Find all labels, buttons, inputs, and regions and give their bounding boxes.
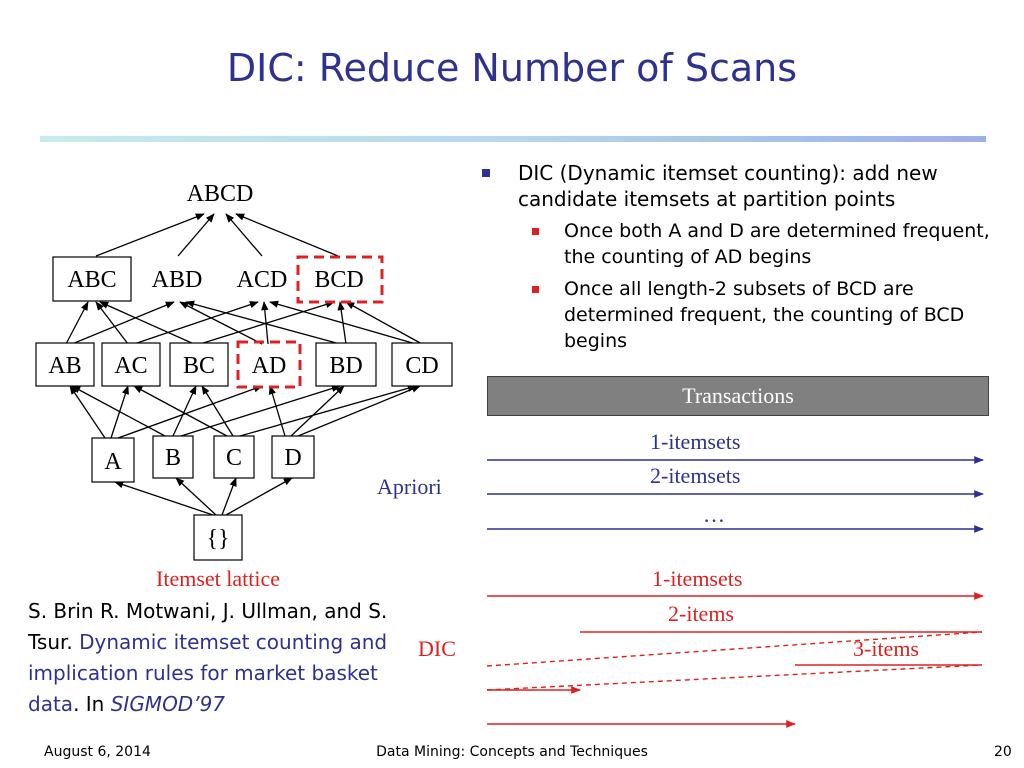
lattice-node-ab-box: [35, 342, 95, 387]
dic-pass-2-label: 2-items: [668, 601, 734, 626]
lattice-node-a: A: [104, 449, 122, 475]
lattice-node-ab: AB: [48, 353, 81, 379]
lattice-caption: Itemset lattice: [156, 566, 280, 591]
citation-venue-link[interactable]: SIGMOD’97: [110, 692, 226, 716]
lattice-node-empty: {}: [206, 526, 229, 552]
dic-label: DIC: [418, 636, 456, 661]
footer-page-number: 20: [994, 744, 1012, 760]
lattice-edges-3-to-4: [95, 213, 339, 257]
citation-in: . In: [73, 692, 105, 716]
lattice-node-bcd: BCD: [314, 267, 363, 293]
lattice-node-ad: AD: [252, 353, 287, 379]
title-divider: [40, 136, 986, 142]
lattice-node-c-box: [213, 435, 255, 479]
lattice-node-bc-box: [169, 342, 229, 387]
lattice-node-b-box: [152, 435, 194, 479]
bullet-sub-1: Once both A and D are determined frequen…: [480, 218, 1010, 270]
slide-title: DIC: Reduce Number of Scans: [226, 46, 798, 90]
bullet-sub-1-text: Once both A and D are determined frequen…: [564, 220, 990, 268]
footer-title: Data Mining: Concepts and Techniques: [376, 744, 648, 760]
lattice-node-abc-box: [52, 256, 132, 302]
sub-bullet-square-icon: [532, 286, 539, 293]
lattice-edges-1-to-2: [69, 384, 421, 439]
lattice-node-abd: ABD: [152, 267, 203, 293]
bullet-sub-2-text: Once all length-2 subsets of BCD are det…: [564, 278, 965, 352]
lattice-node-d-box: [271, 435, 315, 479]
citation: S. Brin R. Motwani, J. Ullman, and S. Ts…: [28, 596, 418, 720]
lattice-node-ad-highlight: [236, 340, 302, 389]
dic-pass-3-label: 3-items: [853, 636, 919, 661]
apriori-pass-2-label: 2-itemsets: [650, 463, 741, 488]
apriori-pass-3-label: …: [703, 502, 725, 527]
apriori-scan-arrows: [487, 456, 984, 533]
apriori-pass-1-label: 1-itemsets: [650, 429, 741, 454]
lattice-node-bd-box: [315, 342, 377, 387]
lattice-node-cd-box: [391, 342, 453, 387]
bullet-sub-2: Once all length-2 subsets of BCD are det…: [480, 276, 1010, 354]
lattice-edges-empty-to-1: [114, 477, 293, 516]
transactions-bar: Transactions: [487, 376, 989, 416]
lattice-node-ac-box: [101, 342, 161, 387]
lattice-node-bcd-highlight: [296, 255, 384, 304]
lattice-node-c: C: [226, 445, 242, 471]
lattice-node-ac: AC: [114, 353, 147, 379]
lattice-node-cd: CD: [405, 353, 438, 379]
dic-3items-wrap-dashed: [486, 664, 983, 691]
lattice-node-empty-box: [193, 514, 243, 561]
bullet-main-text: DIC (Dynamic itemset counting): add new …: [518, 161, 938, 211]
lattice-node-abc: ABC: [67, 267, 116, 293]
apriori-label: Apriori: [377, 474, 442, 499]
lattice-edges-2-to-3: [65, 300, 423, 345]
lattice-node-bc: BC: [183, 353, 215, 379]
lattice-node-acd: ACD: [237, 267, 288, 293]
citation-paper-link[interactable]: Dynamic itemset counting and implication…: [28, 630, 388, 716]
lattice-node-a-box: [91, 437, 135, 483]
dic-pass-1-label: 1-itemsets: [652, 566, 743, 591]
lattice-node-d: D: [284, 445, 301, 471]
citation-authors: S. Brin R. Motwani, J. Ullman, and S. Ts…: [28, 599, 388, 654]
dic-2items-wrap-dashed: [486, 631, 983, 667]
lattice-node-abcd: ABCD: [187, 181, 254, 207]
bullet-square-icon: [482, 169, 490, 177]
lattice-node-b: B: [165, 445, 181, 471]
footer-date: August 6, 2014: [44, 744, 151, 760]
lattice-node-bd: BD: [329, 353, 362, 379]
dic-scan-arrows: [486, 592, 984, 728]
bullet-main: DIC (Dynamic itemset counting): add new …: [480, 160, 1010, 212]
bullet-list: DIC (Dynamic itemset counting): add new …: [480, 160, 1010, 354]
sub-bullet-square-icon: [532, 228, 539, 235]
